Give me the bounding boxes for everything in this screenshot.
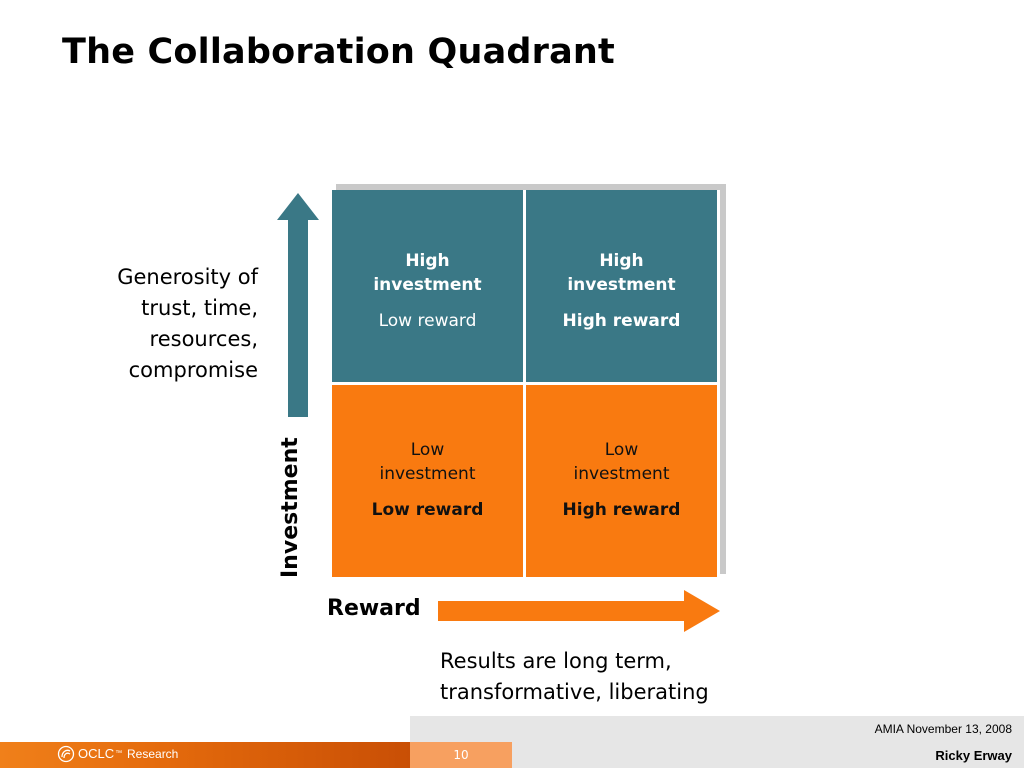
results-text: Results are long term, transformative, l… [440,646,709,708]
author-label: Ricky Erway [935,748,1012,763]
quadrant-investment: Low investment [526,385,717,486]
investment-word: investment [573,464,670,484]
right-arrow-icon [438,590,720,632]
division-label: Research [127,747,179,761]
quadrant-reward: Low reward [371,500,484,520]
investment-level: Low [410,440,445,460]
footer-background [410,716,1024,768]
investment-word: investment [379,464,476,484]
results-line: Results are long term, [440,649,672,673]
oclc-logo-tm: ™ [115,750,123,757]
quadrant-bottom-left: Low investment Low reward [332,385,523,577]
x-axis-label: Reward [327,596,421,621]
quadrant-reward: High reward [562,500,681,520]
quadrant-grid: High investment Low reward High investme… [332,190,720,578]
quadrant-investment: High investment [332,190,523,297]
investment-word: investment [373,275,482,295]
y-axis-description-line: trust, time, [141,296,258,320]
oclc-logo-icon [57,745,75,763]
quadrant-top-right: High investment High reward [526,190,717,382]
investment-word: investment [567,275,676,295]
quadrant-bottom-right: Low investment High reward [526,385,717,577]
y-axis-label: Investment [278,437,303,578]
investment-level: High [405,251,450,271]
y-axis-description-line: Generosity of [117,265,258,289]
investment-level: Low [604,440,639,460]
up-arrow-icon [277,193,319,417]
results-line: transformative, liberating [440,680,709,704]
oclc-logo: OCLC ™ [57,744,122,764]
quadrant-investment: Low investment [332,385,523,486]
investment-level: High [599,251,644,271]
y-axis-description-line: compromise [128,358,258,382]
page-number: 10 [410,742,512,768]
quadrant-top-left: High investment Low reward [332,190,523,382]
quadrant-reward: Low reward [378,311,477,331]
oclc-logo-text: OCLC [78,746,115,761]
quadrant-investment: High investment [526,190,717,297]
slide-title: The Collaboration Quadrant [62,32,615,72]
y-axis-description-line: resources, [149,327,258,351]
event-label: AMIA November 13, 2008 [874,722,1012,736]
y-axis-description: Generosity of trust, time, resources, co… [38,262,258,386]
quadrant-reward: High reward [562,311,681,331]
